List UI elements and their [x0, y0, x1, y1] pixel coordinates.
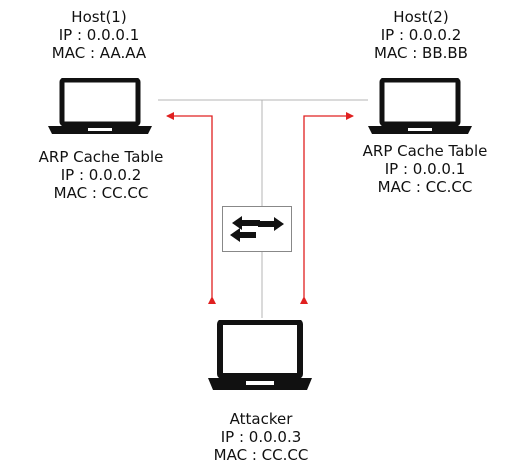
host1-label: Host(1) IP : 0.0.0.1 MAC : AA.AA [24, 8, 174, 62]
host1-ip: IP : 0.0.0.1 [58, 26, 140, 44]
host2-cache-title: ARP Cache Table [362, 142, 488, 160]
host2-mac: MAC : BB.BB [374, 44, 468, 62]
attacker-label: Attacker IP : 0.0.0.3 MAC : CC.CC [186, 410, 336, 464]
host2-name: Host(2) [393, 8, 449, 26]
host2-cache-mac: MAC : CC.CC [377, 178, 473, 196]
switch-icon [222, 206, 292, 252]
attacker-mac: MAC : CC.CC [213, 446, 309, 464]
host2-laptop-icon [368, 78, 472, 134]
host1-cache-mac: MAC : CC.CC [53, 184, 149, 202]
host1-cache-title: ARP Cache Table [38, 148, 164, 166]
host1-name: Host(1) [71, 8, 127, 26]
host2-cache-ip: IP : 0.0.0.1 [384, 160, 466, 178]
host1-arp-cache: ARP Cache Table IP : 0.0.0.2 MAC : CC.CC [16, 148, 186, 202]
host1-cache-ip: IP : 0.0.0.2 [60, 166, 142, 184]
host2-arp-cache: ARP Cache Table IP : 0.0.0.1 MAC : CC.CC [340, 142, 510, 196]
host1-laptop-icon [48, 78, 152, 134]
attacker-ip: IP : 0.0.0.3 [220, 428, 302, 446]
spoof-arrow-host2 [300, 112, 354, 304]
host2-label: Host(2) IP : 0.0.0.2 MAC : BB.BB [346, 8, 496, 62]
attacker-laptop-icon [208, 320, 312, 390]
host1-mac: MAC : AA.AA [51, 44, 147, 62]
host2-ip: IP : 0.0.0.2 [380, 26, 462, 44]
attacker-name: Attacker [229, 410, 293, 428]
spoof-arrow-host1 [166, 112, 216, 304]
